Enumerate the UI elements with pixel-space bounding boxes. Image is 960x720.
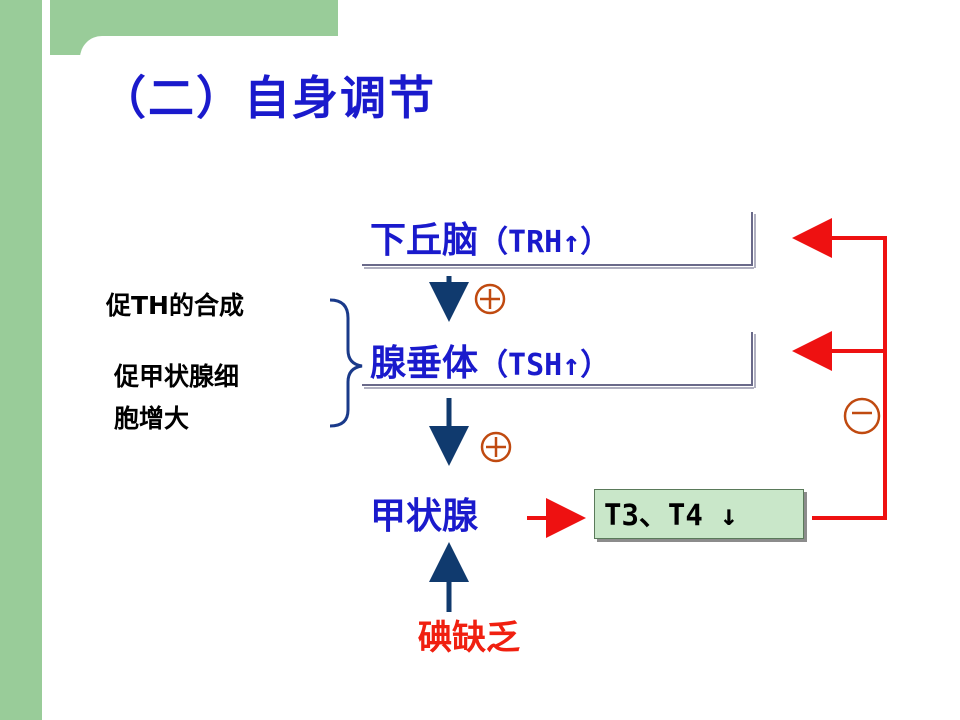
- pituitary-frame: [362, 332, 756, 389]
- positive-sign-2: [480, 431, 512, 463]
- thyroid-label: 甲状腺: [370, 496, 479, 537]
- pituitary-label: 腺垂体: [370, 343, 479, 384]
- positive-sign-1: [474, 283, 506, 315]
- side-note-th-synthesis: 促TH的合成: [106, 291, 244, 320]
- side-note-thyroid-cell-line2: 胞增大: [114, 404, 190, 433]
- tsh-up-arrow-icon: ↑: [562, 348, 581, 383]
- negative-feedback-loop: [792, 218, 887, 520]
- trh-up-arrow-icon: ↑: [562, 225, 581, 260]
- slide-title: （二）自身调节: [100, 71, 436, 125]
- left-accent-bar: [0, 0, 42, 720]
- tsh-label: TSH: [508, 348, 563, 383]
- side-note-thyroid-cell-line1: 促甲状腺细: [114, 362, 240, 391]
- hypothalamus-paren-close: ）: [580, 225, 611, 260]
- pituitary-node: 腺垂体（TSH↑）: [370, 334, 610, 386]
- top-accent-cutout: [80, 36, 340, 76]
- t3-t4-box: [594, 489, 804, 539]
- hypothalamus-paren-open: （: [478, 225, 509, 260]
- negative-sign: [843, 397, 881, 435]
- pituitary-paren-open: （: [478, 348, 509, 383]
- side-notes-bracket: [329, 298, 363, 428]
- thyroid-node: 甲状腺: [370, 487, 478, 539]
- hypothalamus-frame: [362, 212, 756, 269]
- hypothalamus-node: 下丘脑（TRH↑）: [370, 211, 610, 263]
- iodine-deficiency-label: 碘缺乏: [418, 618, 520, 658]
- t3-t4-label: T3、T4 ↓: [604, 498, 738, 532]
- trh-label: TRH: [508, 225, 563, 260]
- hypothalamus-label: 下丘脑: [370, 220, 479, 261]
- pituitary-paren-close: ）: [580, 348, 611, 383]
